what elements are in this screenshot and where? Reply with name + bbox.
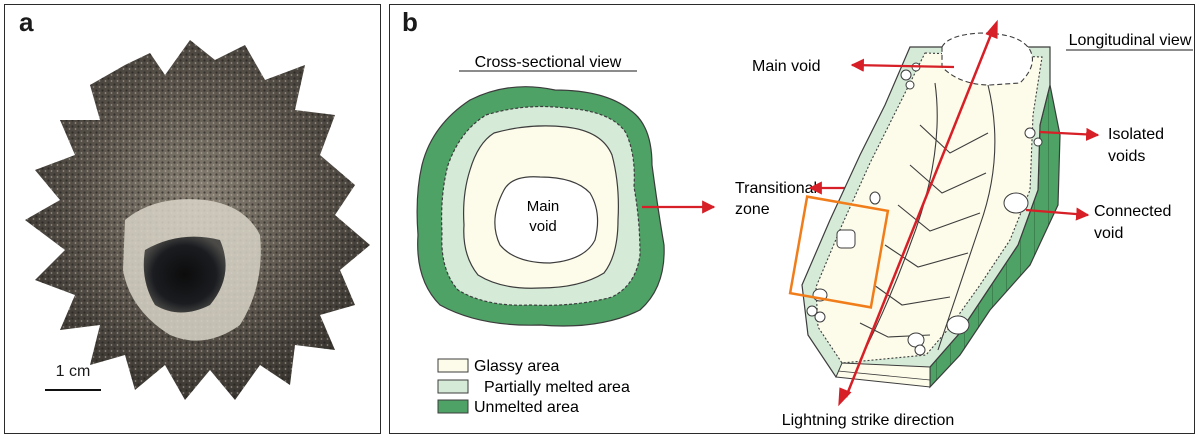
panel-a-label: a bbox=[19, 7, 34, 37]
longitudinal-title: Longitudinal view bbox=[1069, 32, 1192, 49]
small-voids bbox=[806, 62, 1043, 356]
connected-void-arrow bbox=[1025, 207, 1090, 221]
isolated-voids-arrow bbox=[1039, 127, 1100, 141]
rock-body bbox=[25, 40, 370, 400]
long-glassy bbox=[815, 52, 1043, 364]
fulgurite-photo bbox=[25, 40, 370, 400]
flow-lines bbox=[859, 82, 996, 361]
isolated-voids-label-2: voids bbox=[1108, 148, 1145, 165]
transitional-zone-label-2: zone bbox=[735, 201, 770, 218]
panel-a: a 1 cm bbox=[4, 4, 381, 434]
connected-void-label-2: void bbox=[1094, 225, 1123, 242]
legend-swatch-glassy bbox=[437, 358, 469, 373]
legend: Glassy area Partially melted area Unmelt… bbox=[437, 358, 630, 416]
scale-bar-label: 1 cm bbox=[55, 363, 91, 380]
cross-section-title: Cross-sectional view bbox=[475, 54, 622, 71]
cs-main-void-label-1: Main bbox=[527, 198, 560, 215]
legend-swatch-partial bbox=[437, 379, 469, 394]
legend-partial: Partially melted area bbox=[484, 379, 630, 396]
legend-glassy: Glassy area bbox=[474, 358, 559, 375]
zoom-box bbox=[788, 195, 890, 309]
strike-arrow bbox=[844, 26, 996, 398]
long-main-void-label: Main void bbox=[752, 58, 820, 75]
connected-void-label-1: Connected bbox=[1094, 203, 1171, 220]
long-main-void bbox=[941, 32, 1033, 86]
legend-unmelted: Unmelted area bbox=[474, 399, 579, 416]
cs-main-void bbox=[494, 176, 599, 264]
panel-b: b Cross-sectional view Main void Transit… bbox=[389, 4, 1195, 434]
schematic: Cross-sectional view Main void Transitio… bbox=[416, 19, 1193, 429]
main-void-arrow bbox=[850, 58, 955, 72]
scale-bar bbox=[45, 389, 101, 391]
strike-direction-label: Lightning strike direction bbox=[782, 412, 955, 429]
transitional-zone-label-1: Transitional bbox=[735, 180, 817, 197]
legend-swatch-unmelted bbox=[437, 399, 469, 414]
cs-main-void-label-2: void bbox=[529, 218, 557, 235]
isolated-voids-label-1: Isolated bbox=[1108, 126, 1164, 143]
panel-b-label: b bbox=[402, 7, 418, 37]
